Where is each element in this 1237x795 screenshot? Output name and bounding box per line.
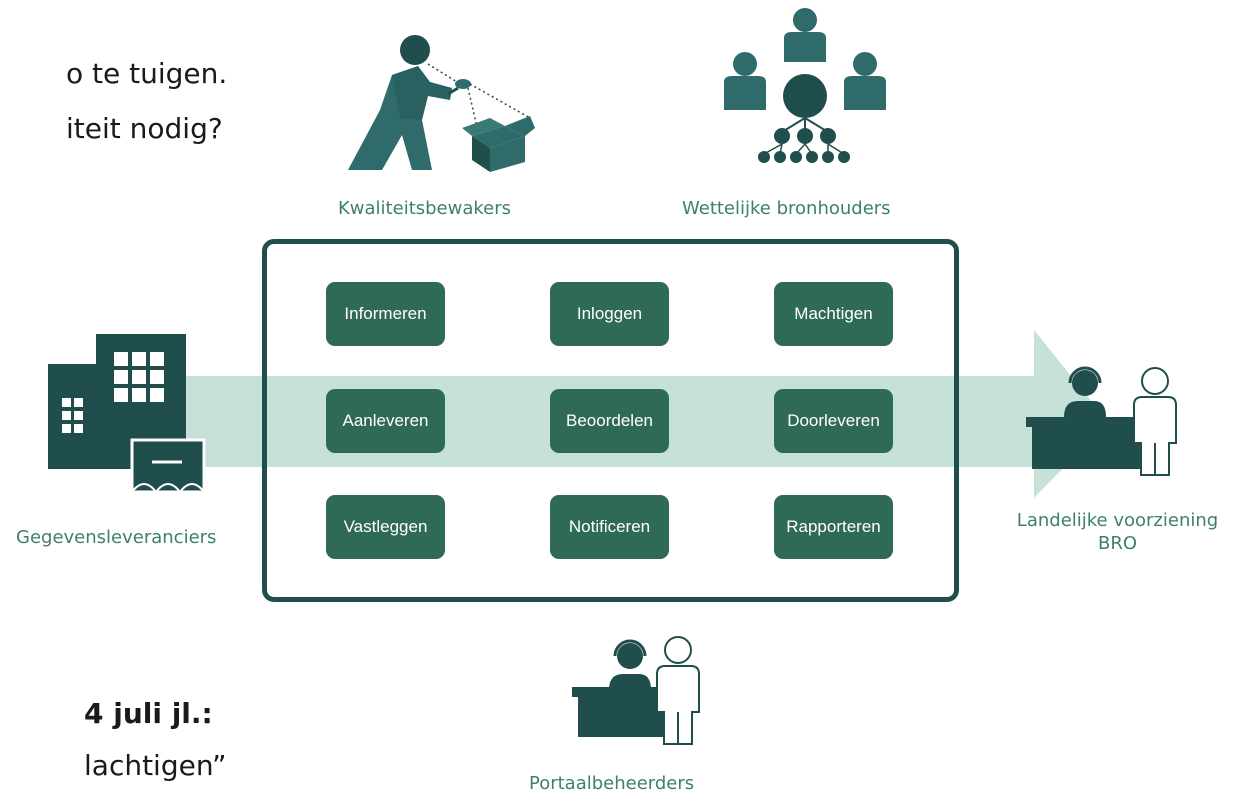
vastleggen-button[interactable]: Vastleggen bbox=[326, 495, 445, 559]
rapporteren-button[interactable]: Rapporteren bbox=[774, 495, 893, 559]
help-desk-icon bbox=[1026, 366, 1177, 476]
machtigen-button[interactable]: Machtigen bbox=[774, 282, 893, 346]
date-heading: 4 juli jl.: bbox=[84, 697, 213, 730]
intro-text-line-2: iteit nodig? bbox=[66, 112, 223, 145]
inloggen-button[interactable]: Inloggen bbox=[550, 282, 669, 346]
building-icon bbox=[48, 334, 206, 494]
national-caption-line-1: Landelijke voorziening bbox=[1016, 510, 1219, 531]
portal-caption: Portaalbeheerders bbox=[529, 773, 695, 794]
notificeren-button[interactable]: Notificeren bbox=[550, 495, 669, 559]
inspector-icon bbox=[348, 35, 535, 172]
national-caption-line-2: BRO bbox=[1097, 533, 1138, 554]
suppliers-caption: Gegevensleveranciers bbox=[16, 527, 217, 548]
intro-text-line-1: o te tuigen. bbox=[66, 57, 228, 90]
organization-icon bbox=[724, 8, 886, 163]
quote-text: lachtigen” bbox=[84, 749, 227, 782]
quality-caption: Kwaliteitsbewakers bbox=[338, 198, 512, 219]
holders-caption: Wettelijke bronhouders bbox=[682, 198, 891, 219]
platform-frame bbox=[262, 239, 959, 602]
beoordelen-button[interactable]: Beoordelen bbox=[550, 389, 669, 453]
aanleveren-button[interactable]: Aanleveren bbox=[326, 389, 445, 453]
portal-desk-icon bbox=[572, 636, 700, 745]
informeren-button[interactable]: Informeren bbox=[326, 282, 445, 346]
doorleveren-button[interactable]: Doorleveren bbox=[774, 389, 893, 453]
